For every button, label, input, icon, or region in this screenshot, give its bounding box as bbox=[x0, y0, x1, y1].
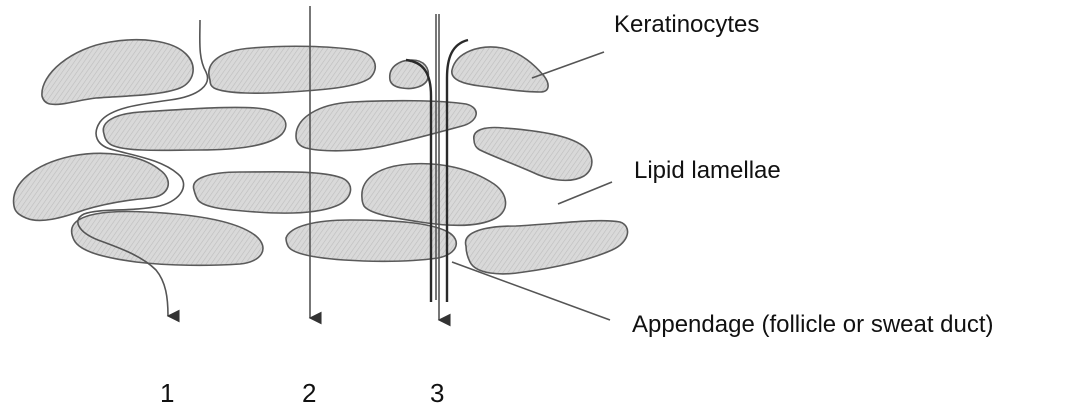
pathway-1-number: 1 bbox=[160, 378, 174, 408]
keratinocyte bbox=[193, 172, 350, 213]
keratinocyte bbox=[42, 40, 193, 105]
keratinocyte bbox=[209, 46, 375, 93]
keratinocyte bbox=[466, 221, 628, 274]
keratinocyte bbox=[474, 128, 592, 181]
keratinocyte bbox=[362, 164, 506, 226]
keratinocyte bbox=[72, 212, 263, 266]
keratinocytes-label: Keratinocytes bbox=[614, 11, 759, 38]
lipid-lamellae-leader-line bbox=[558, 182, 612, 204]
keratinocyte bbox=[390, 60, 429, 89]
lipid-lamellae-label: Lipid lamellae bbox=[634, 157, 781, 184]
keratinocyte bbox=[452, 47, 548, 92]
keratinocyte bbox=[14, 153, 169, 220]
pathway-3-number: 3 bbox=[430, 378, 444, 408]
keratinocyte bbox=[296, 101, 476, 151]
keratinocytes-leader-line bbox=[532, 52, 604, 78]
keratinocyte bbox=[103, 107, 285, 150]
appendage-label: Appendage (follicle or sweat duct) bbox=[632, 311, 994, 338]
pathway-2-number: 2 bbox=[302, 378, 316, 408]
